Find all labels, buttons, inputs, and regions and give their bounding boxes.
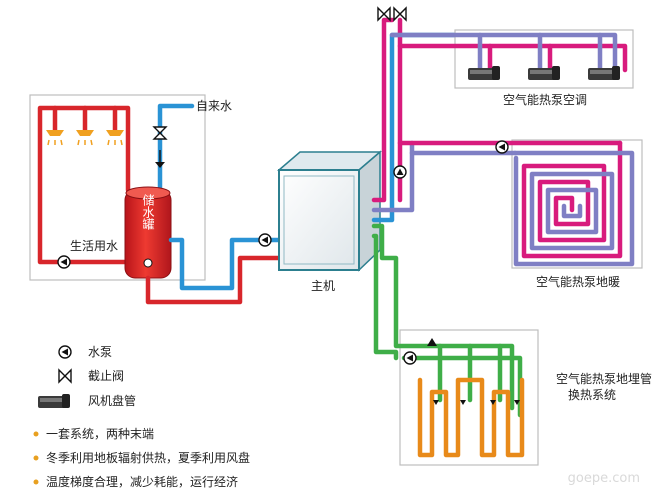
floor-heating-label: 空气能热泵地暖 <box>536 274 620 289</box>
ground-pipe-label-line1: 空气能热泵地埋管 <box>556 371 652 386</box>
trunk-pipes <box>371 7 458 223</box>
note-item: 温度梯度合理，减少耗能，运行经济 <box>46 474 238 489</box>
domestic-water-panel: 储水罐 生活用水 自来水 <box>29 94 232 281</box>
floor-heating-panel: 空气能热泵地暖 <box>397 139 643 289</box>
ground-pipe-panel: 空气能热泵地埋管 换热系统 <box>371 223 652 466</box>
shower-head-icon <box>46 130 64 146</box>
bullet-icon <box>33 431 39 437</box>
shower-head-icon <box>106 130 124 146</box>
pump-icon <box>58 345 72 359</box>
storage-tank: 储水罐 <box>124 186 172 279</box>
ground-pipe-label-line2: 换热系统 <box>568 388 616 402</box>
tap-water-label: 自来水 <box>196 99 232 113</box>
shower-head-icon <box>76 130 94 146</box>
ac-panel: 空气能热泵空调 <box>389 29 634 107</box>
tank-label: 储水罐 <box>141 193 155 231</box>
main-unit-label: 主机 <box>311 279 335 293</box>
pump-icon <box>403 351 417 365</box>
pump-icon <box>495 140 509 154</box>
note-item: 一套系统，两种末端 <box>46 427 154 441</box>
legend-fan-coil-label: 风机盘管 <box>88 393 136 408</box>
tank-to-main-unit-pipes <box>145 233 285 305</box>
pump-icon <box>258 233 272 247</box>
pump-icon <box>393 165 407 179</box>
legend-valve-label: 截止阀 <box>88 369 124 383</box>
bullet-icon <box>33 455 39 461</box>
fan-coil-icon <box>588 66 620 80</box>
watermark: goepe.com <box>568 471 640 486</box>
ac-system-label: 空气能热泵空调 <box>503 92 587 107</box>
domestic-water-label: 生活用水 <box>70 239 118 253</box>
pump-icon <box>57 255 71 269</box>
notes-list: 一套系统，两种末端 冬季利用地板辐射供热，夏季利用风盘 温度梯度合理，减少耗能，… <box>33 427 250 489</box>
main-unit: 主机 <box>276 150 383 293</box>
bullet-icon <box>33 479 39 485</box>
legend: 水泵 截止阀 风机盘管 <box>38 345 136 408</box>
note-item: 冬季利用地板辐射供热，夏季利用风盘 <box>46 450 250 465</box>
fan-coil-icon <box>528 66 560 80</box>
fan-coil-icon <box>468 66 500 80</box>
stop-valve-icon <box>58 369 72 383</box>
fan-coil-icon <box>38 394 70 408</box>
legend-pump-label: 水泵 <box>88 345 112 359</box>
